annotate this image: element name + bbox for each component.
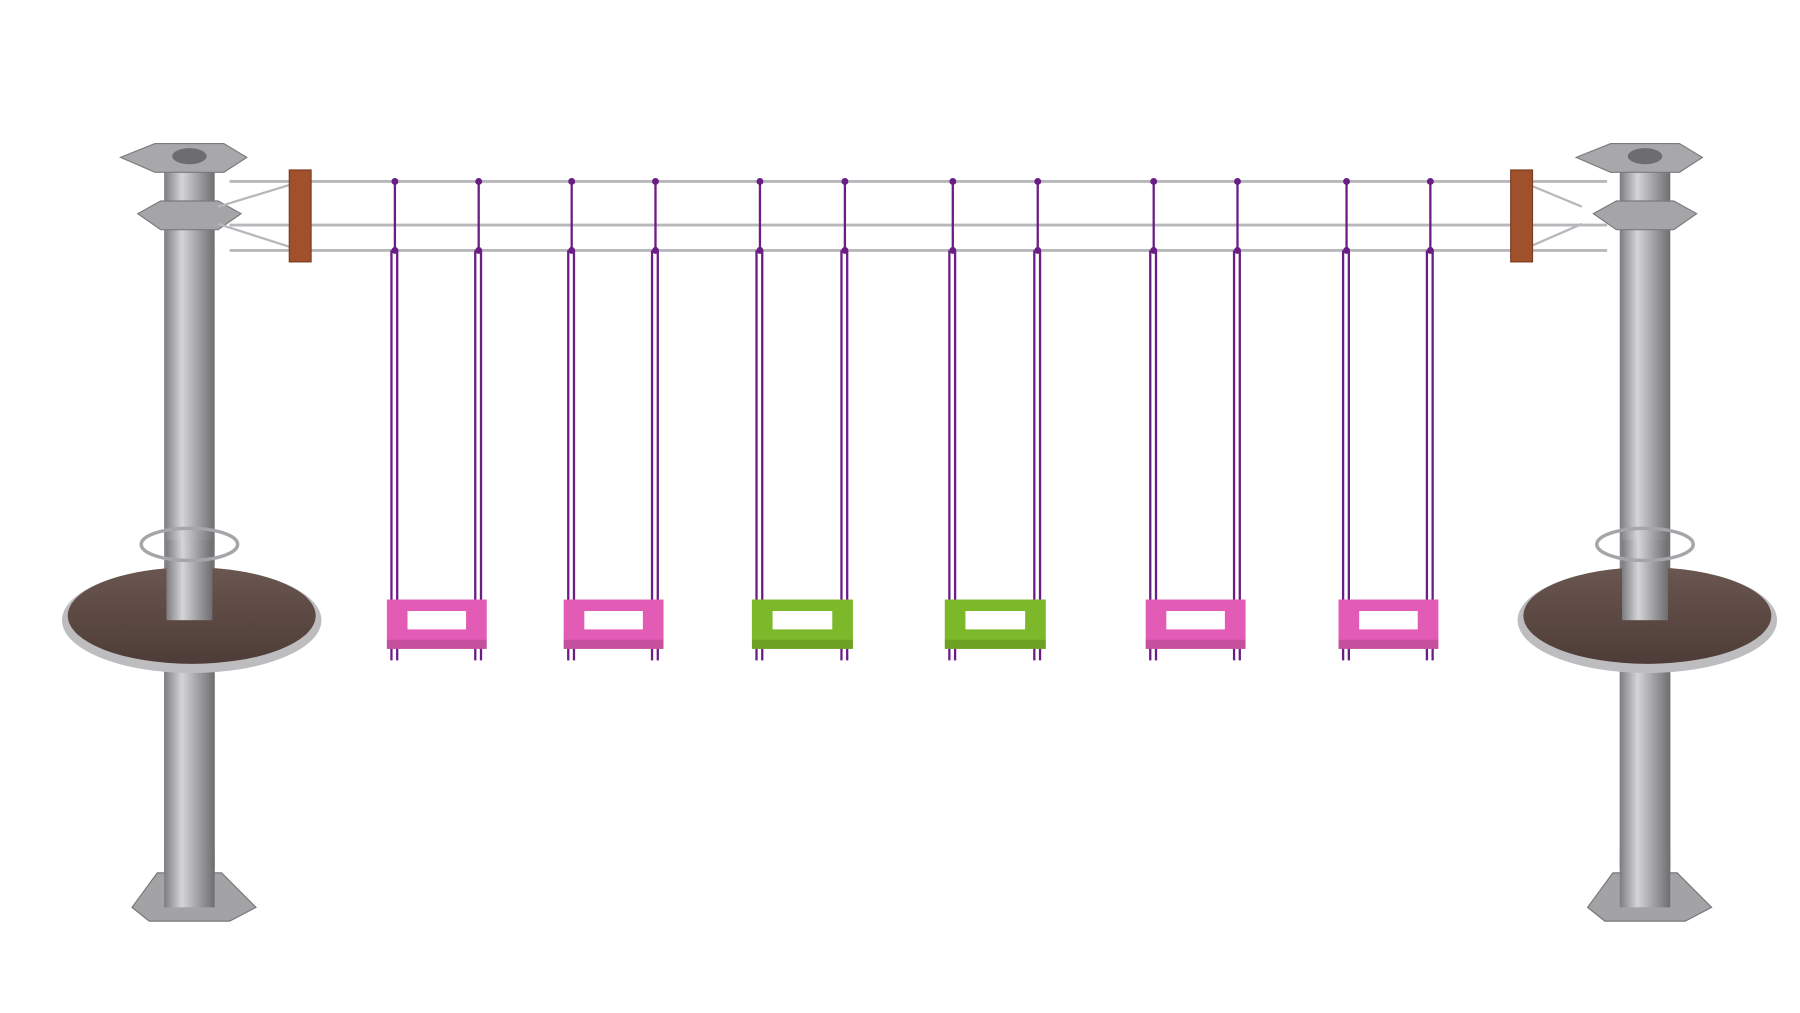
rope-clamp bbox=[475, 178, 483, 185]
rope-clamp bbox=[841, 246, 849, 254]
rope-clamp bbox=[652, 246, 659, 254]
seat-edge-shadow bbox=[1145, 639, 1246, 649]
seat-edge-shadow bbox=[563, 639, 664, 649]
rope-clamp bbox=[1343, 178, 1350, 185]
pole-upper-section bbox=[1622, 539, 1668, 621]
rope-clamp bbox=[949, 178, 957, 185]
rope-clamp bbox=[568, 178, 576, 185]
handhold-ring bbox=[139, 526, 240, 563]
rope-clamp bbox=[1034, 178, 1042, 185]
rope-clamp bbox=[1343, 246, 1350, 254]
rope-clamp bbox=[391, 246, 399, 254]
rope-clamp bbox=[756, 246, 764, 254]
rope-clamp bbox=[391, 178, 399, 185]
pole-lower-section bbox=[164, 673, 215, 869]
right-wood-spreader bbox=[1510, 169, 1534, 263]
cable-flange bbox=[136, 200, 243, 231]
rope-clamp bbox=[1150, 178, 1158, 185]
seat-edge-shadow bbox=[386, 639, 487, 649]
rope-clamp bbox=[949, 246, 957, 254]
rope-clamp bbox=[756, 178, 764, 185]
left-pole bbox=[61, 142, 322, 922]
seat-edge-shadow bbox=[944, 639, 1046, 649]
top-opening bbox=[1627, 148, 1663, 165]
rope-clamp bbox=[1426, 178, 1434, 185]
top-cables bbox=[217, 169, 1608, 263]
seat-opening bbox=[1166, 611, 1225, 630]
swing-seat-2 bbox=[563, 178, 664, 661]
rope-clamp bbox=[652, 178, 659, 185]
rope-clamp bbox=[568, 246, 576, 254]
rope-clamp bbox=[475, 246, 483, 254]
rope-clamp bbox=[1150, 246, 1158, 254]
seat-edge-shadow bbox=[751, 639, 853, 649]
pole-upper-section bbox=[166, 539, 213, 621]
pole-lower-section bbox=[1619, 673, 1671, 869]
seat-opening bbox=[772, 611, 833, 630]
seat-opening bbox=[1359, 611, 1418, 630]
swing-seat-1 bbox=[386, 178, 487, 661]
seat-opening bbox=[407, 611, 467, 630]
swing-seat-3 bbox=[751, 178, 853, 661]
handhold-ring bbox=[1595, 526, 1695, 563]
seat-edge-shadow bbox=[1338, 639, 1439, 649]
seat-opening bbox=[965, 611, 1026, 630]
top-opening bbox=[172, 148, 207, 165]
right-pole bbox=[1517, 142, 1778, 922]
left-wood-spreader bbox=[288, 169, 312, 263]
tension-cables bbox=[217, 180, 1583, 252]
rope-clamp bbox=[1426, 246, 1434, 254]
rope-clamp bbox=[1234, 178, 1241, 185]
seat-opening bbox=[584, 611, 643, 630]
cable-flange bbox=[1592, 200, 1698, 231]
swing-seat-4 bbox=[944, 178, 1046, 661]
rope-clamp bbox=[841, 178, 849, 185]
swing-seat-5 bbox=[1145, 178, 1246, 661]
swing-seat-6 bbox=[1338, 178, 1439, 661]
rope-clamp bbox=[1234, 246, 1241, 254]
rope-clamp bbox=[1034, 246, 1042, 254]
